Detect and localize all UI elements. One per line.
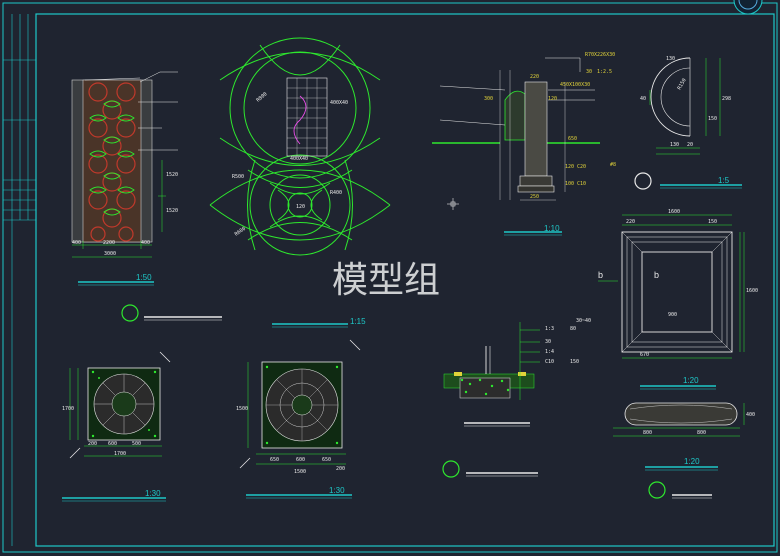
title-strip	[3, 14, 36, 546]
inner-frame	[35, 13, 775, 547]
corner-logo-icon	[733, 0, 763, 15]
pool-dim-670: 670	[640, 352, 649, 358]
scale-label-1-30-b: 1:30	[329, 486, 345, 495]
note-650: 650	[568, 136, 577, 142]
section-marker-b-right: b	[654, 270, 659, 280]
dim-3000: 3000	[104, 251, 116, 257]
grate-a-dim-1700-v: 1700	[62, 406, 74, 412]
panel-planting-section: 1:3 30 1:4 C10 30~40 80 150	[442, 318, 591, 478]
grate-b-dim-1500-h: 1500	[294, 469, 306, 475]
crosshair-icon	[447, 198, 459, 210]
stone-dim-800-a: 800	[643, 430, 652, 436]
dim-r400: R400	[330, 190, 342, 196]
note-120: 120	[548, 96, 557, 102]
scale-label-1-5: 1:5	[718, 176, 730, 185]
dim-2200: 2200	[103, 240, 115, 246]
note-30: 30	[586, 69, 592, 75]
panel-tree-grate-b: 1500 650 600 650 200 1500 1:30	[236, 339, 361, 499]
dim-400-right: 400	[141, 240, 150, 246]
scale-label-1-50: 1:50	[136, 273, 152, 282]
scale-label-1-10: 1:10	[544, 224, 560, 233]
plant-note-1-3: 1:3	[545, 326, 554, 332]
grate-b-dim-200: 200	[336, 466, 345, 472]
arch-dim-298: 298	[722, 96, 731, 102]
dim-r500: R500	[232, 174, 244, 180]
arch-dim-20: 20	[687, 142, 693, 148]
grate-b-dim-650-b: 650	[322, 457, 331, 463]
pool-dim-220: 220	[626, 219, 635, 225]
arch-dim-130-top: 130	[666, 56, 675, 62]
stone-dim-800-b: 800	[697, 430, 706, 436]
panel-paving-plan: 400 2200 400 3000 1520 1520 1:50	[71, 71, 222, 322]
dim-r600: R600	[234, 226, 247, 238]
grate-a-dim-200: 200	[88, 441, 97, 447]
panel-tree-pool-plan: 1600 220 150 900 670 1600 b b 1:20	[598, 209, 758, 390]
dim-1520-a: 1520	[166, 172, 178, 178]
panel-curb-section: R70X226X30 30 1:2.5 450X100X30 220 120 3…	[432, 52, 616, 236]
plant-note-30: 30	[545, 339, 551, 345]
note-c20: 120 C20	[565, 164, 586, 170]
dim-1520-b: 1520	[166, 208, 178, 214]
note-300: 300	[484, 96, 493, 102]
section-mark-icon-2	[648, 481, 712, 499]
arch-dim-40: 40	[640, 96, 646, 102]
dim-400-left: 400	[72, 240, 81, 246]
dim-400x40-a: 400X40	[330, 100, 348, 106]
watermark-text: 模型组	[332, 260, 440, 301]
note-c10: 100 C10	[565, 181, 586, 187]
pool-dim-900: 900	[668, 312, 677, 318]
scale-label-1-30-a: 1:30	[145, 489, 161, 498]
note-250: 250	[530, 194, 539, 200]
note-220: 220	[530, 74, 539, 80]
panel-tree-grate-a: 1700 200 600 500 1700 1:30	[62, 351, 171, 502]
scale-label-1-15: 1:15	[350, 317, 366, 326]
plant-note-80: 80	[570, 326, 576, 332]
pool-dim-1600-side: 1600	[746, 288, 758, 294]
grate-b-dim-1500-v: 1500	[236, 406, 248, 412]
grate-a-dim-500: 500	[132, 441, 141, 447]
arch-dim-130-bottom: 130	[670, 142, 679, 148]
detail-mark-icon	[634, 172, 652, 190]
panel-arch-detail: 130 40 R150 298 150 130 20 1:5	[634, 56, 742, 190]
section-mark-icon-3	[442, 460, 538, 478]
plant-note-c10: C10	[545, 359, 554, 365]
pool-dim-150: 150	[708, 219, 717, 225]
arch-dim-150: 150	[708, 116, 717, 122]
stone-dim-400: 400	[746, 412, 755, 418]
panel-curb-stone: 800 800 400 1:20	[613, 402, 755, 499]
plant-note-150: 150	[570, 359, 579, 365]
note-r70x226x30: R70X226X30	[585, 52, 615, 58]
scale-label-1-20-a: 1:20	[683, 376, 699, 385]
plant-note-30-40: 30~40	[576, 318, 591, 324]
grate-a-dim-600: 600	[108, 441, 117, 447]
plant-note-1-4: 1:4	[545, 349, 554, 355]
grate-b-dim-600: 600	[296, 457, 305, 463]
grate-b-dim-650-a: 650	[270, 457, 279, 463]
note-450x100x30: 450X100X30	[560, 82, 590, 88]
arch-dim-r150: R150	[677, 78, 688, 91]
grate-a-dim-1700-h: 1700	[114, 451, 126, 457]
scale-label-1-20-b: 1:20	[684, 457, 700, 466]
section-marker-b-left: b	[598, 270, 603, 280]
pool-dim-1600-top: 1600	[668, 209, 680, 215]
note-ratio: 1:2.5	[597, 69, 612, 75]
dim-120: 120	[296, 204, 305, 210]
dim-400x40-b: 400X40	[290, 156, 308, 162]
section-mark-icon	[121, 304, 222, 322]
note-hash8: #8	[610, 162, 616, 168]
